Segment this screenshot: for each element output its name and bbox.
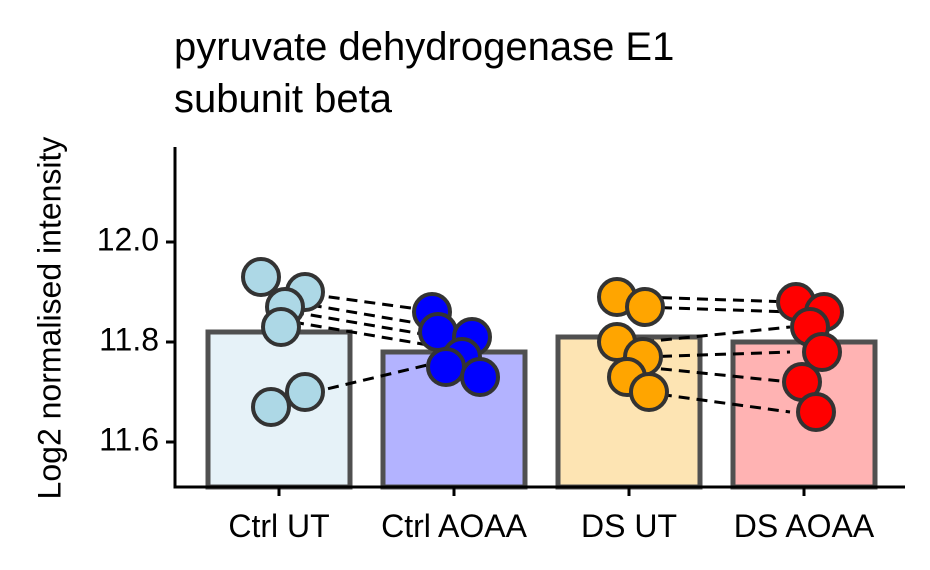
data-point <box>802 332 842 372</box>
data-point <box>625 287 665 327</box>
data-point <box>285 372 325 412</box>
data-point <box>261 307 301 347</box>
chart-title-line-2: subunit beta <box>174 77 393 121</box>
y-tick-label: 12.0 <box>97 221 159 257</box>
pair-line <box>642 325 791 344</box>
data-point <box>629 372 669 412</box>
x-tick-label: Ctrl AOAA <box>381 508 527 544</box>
pair-line <box>642 305 791 314</box>
x-tick-label: Ctrl UT <box>228 508 329 544</box>
pair-line <box>642 365 791 384</box>
x-tick-label: DS UT <box>581 508 677 544</box>
y-tick-label: 11.8 <box>99 321 159 357</box>
y-axis-label: Log2 normalised intensity <box>31 137 67 500</box>
pair-line <box>292 310 441 339</box>
x-tick-label: DS AOAA <box>734 508 875 544</box>
data-point <box>796 392 836 432</box>
pair-line <box>642 295 791 304</box>
chart-title-line-1: pyruvate dehydrogenase E1 <box>174 25 674 69</box>
pair-line <box>642 350 791 359</box>
data-point <box>460 357 500 397</box>
y-tick-label: 11.6 <box>99 421 159 457</box>
data-point <box>251 387 291 427</box>
pair-line <box>292 320 441 349</box>
data-point <box>426 347 466 387</box>
data-point <box>241 257 281 297</box>
